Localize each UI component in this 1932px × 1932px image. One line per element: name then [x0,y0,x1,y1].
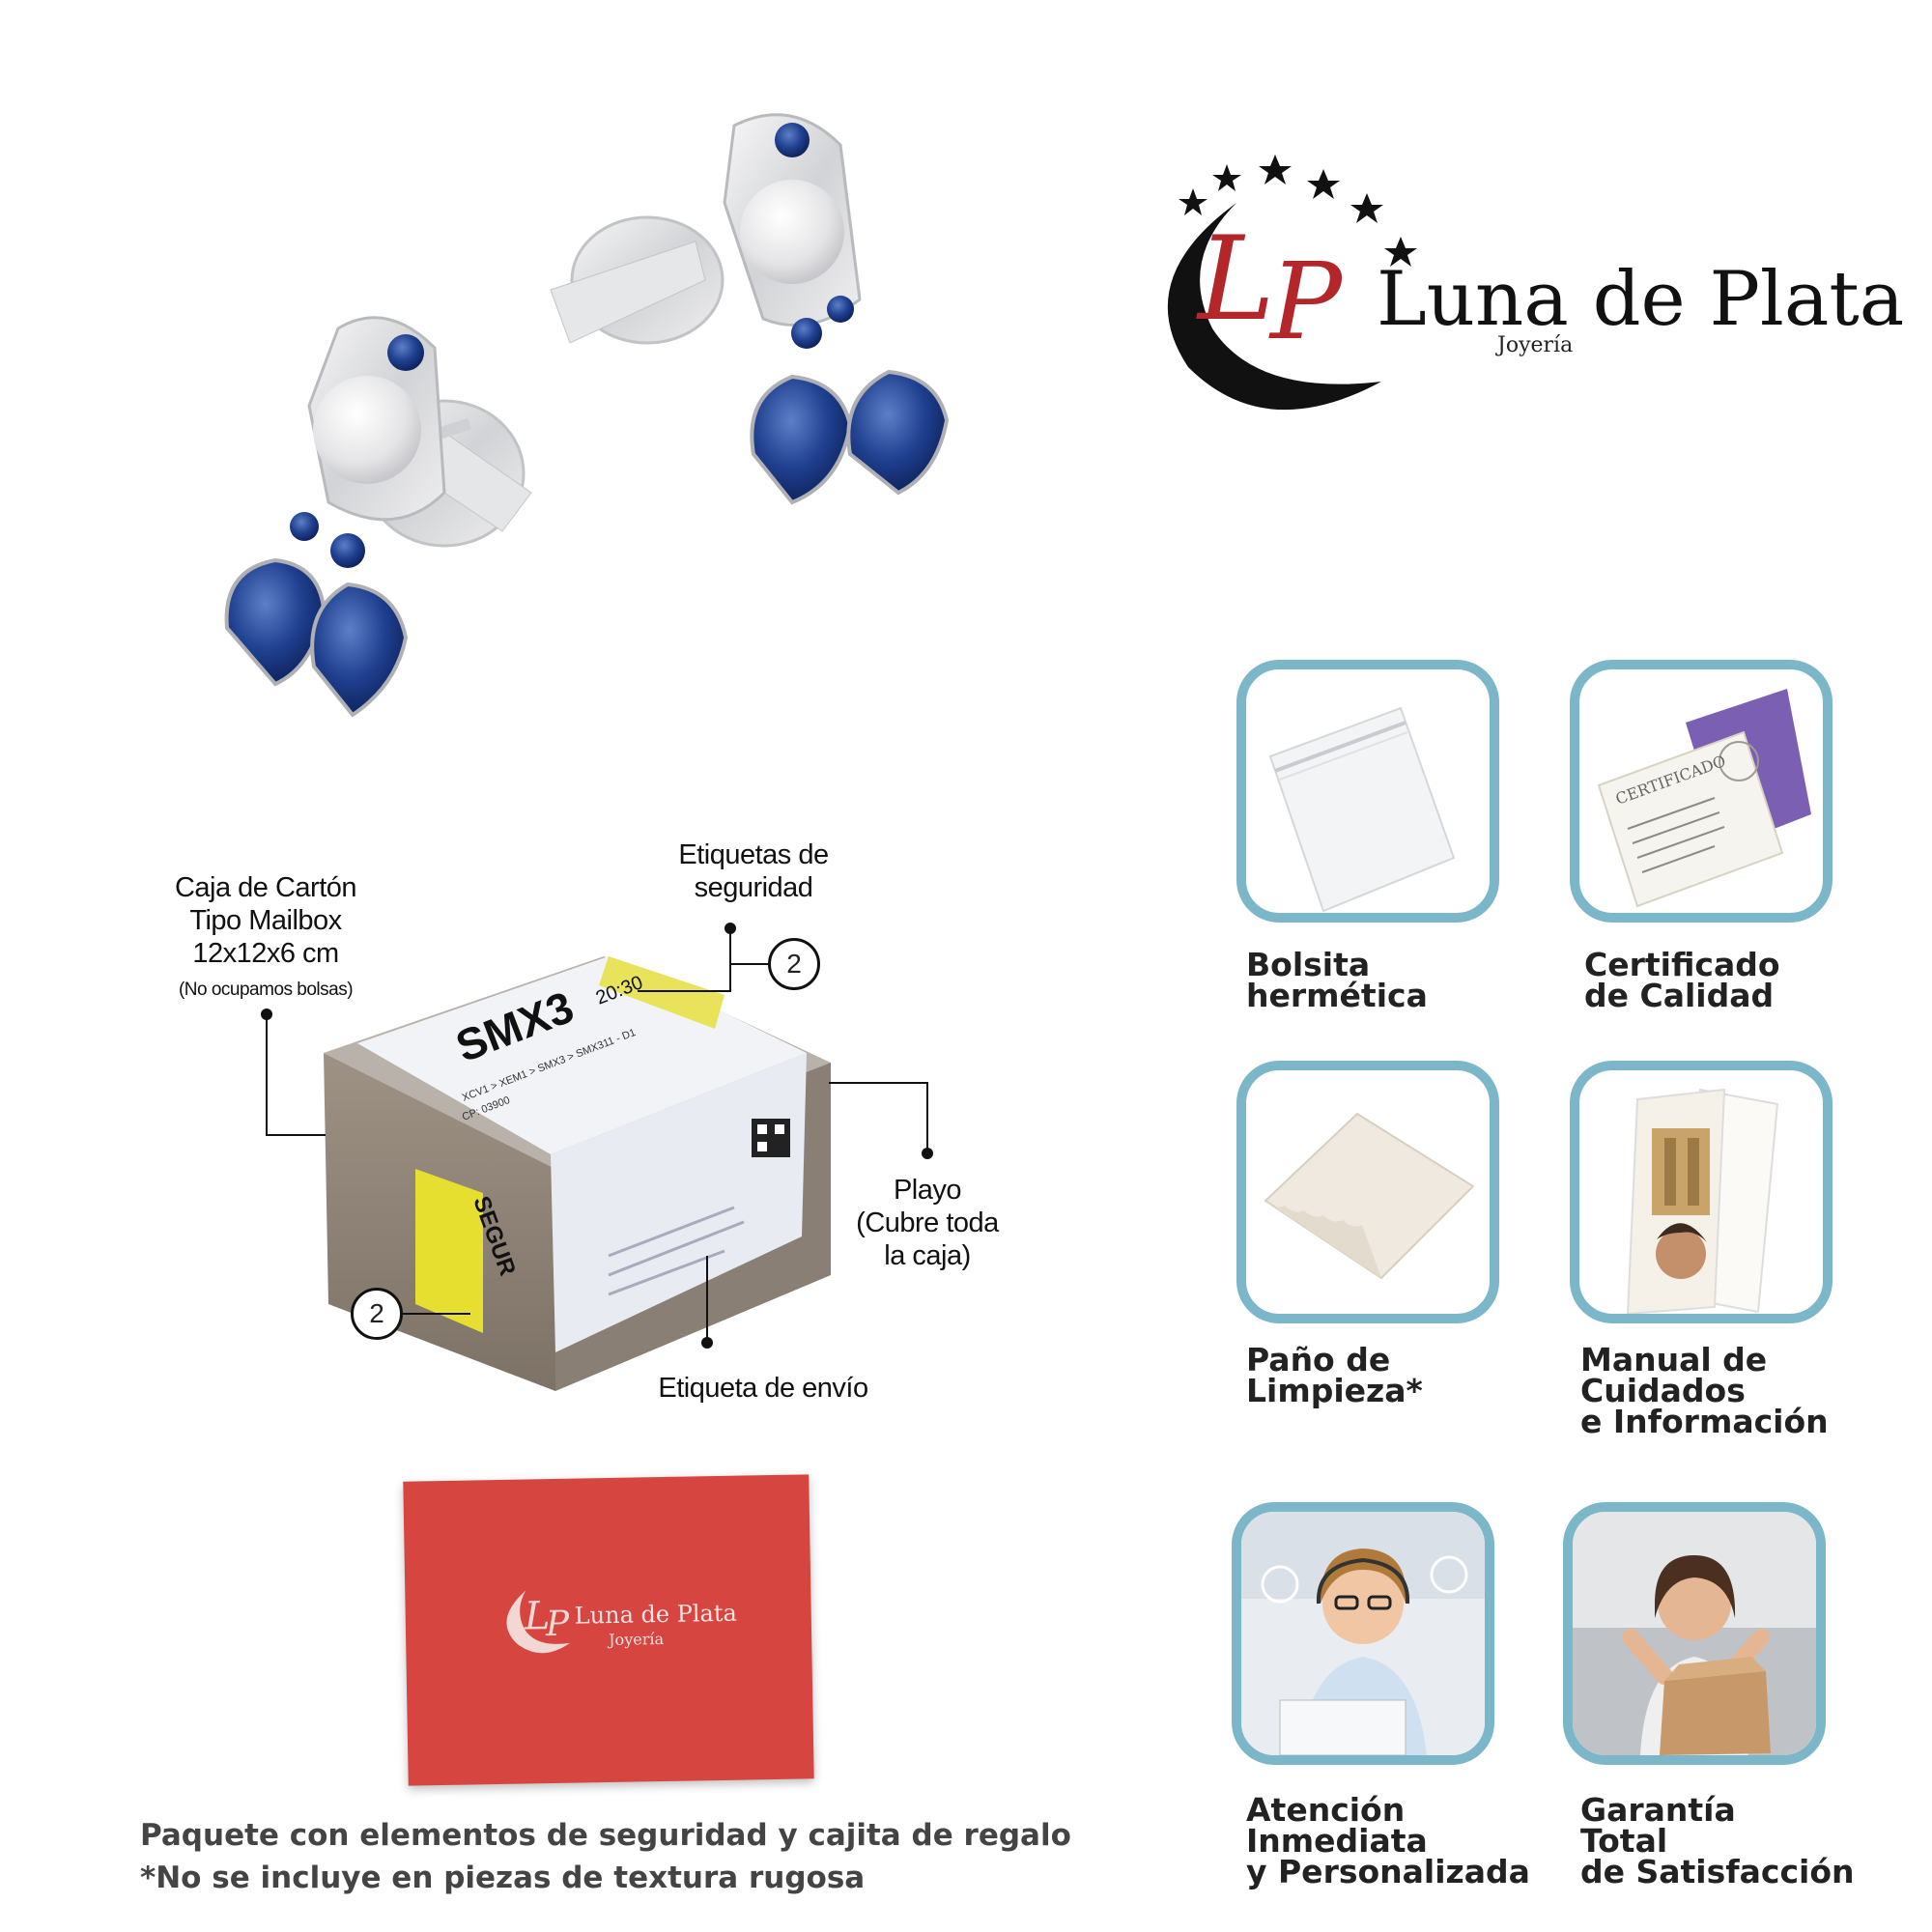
feature-title-satisfaction: Garantía Total de Satisfacción [1580,1791,1855,1890]
shipping-label: Etiqueta de envío [658,1373,868,1404]
brand-name: Luna de Plata [1377,256,1905,343]
feature-card-satisfaction [1563,1502,1826,1765]
feature-card-certificate: CERTIFICADO [1570,660,1833,923]
feature-card-cloth [1236,1061,1499,1323]
gift-box: L P Luna de Plata Joyería [403,1474,814,1786]
feature-title-support: Atención Inmediata y Personalizada [1246,1791,1530,1890]
zip-bag-icon [1268,706,1456,913]
svg-text:P: P [545,1605,571,1644]
security-pointer-dot [724,923,736,934]
feature-title-bag: Bolsita hermética [1246,946,1428,1014]
certificate-icon: CERTIFICADO [1597,689,1811,908]
qr-code-icon [752,1119,790,1157]
earrings-image [224,113,950,718]
feature-title-manual: Manual de Cuidados e Información [1580,1341,1829,1440]
moon-stars-icon: L P [1167,155,1417,411]
svg-text:L: L [1196,213,1275,347]
support-agent-icon [1241,1512,1485,1755]
feature-card-support [1232,1502,1494,1765]
package-caption: Paquete con elementos de seguridad y caj… [140,1818,1071,1895]
feature-title-cloth: Paño de Limpieza* [1246,1341,1423,1409]
feature-title-certificate: Certificado de Calidad [1584,946,1780,1014]
left-earring [224,316,532,718]
gift-box-brand: Luna de Plata [574,1599,738,1630]
manual-icon [1626,1088,1779,1314]
security-count-badge: 2 [768,938,820,990]
shipping-box-image: SMX3 20:30 XCV1 > XEM1 > SMX3 > SMX311 -… [324,956,831,1391]
cleaning-cloth-icon [1264,1112,1475,1280]
wrap-pointer-dot [922,1148,933,1159]
security-labels-label: Etiquetas de seguridad [678,839,829,903]
gift-box-logo-icon: L P [506,1590,571,1654]
svg-text:P: P [1268,240,1344,363]
side-count-badge: 2 [351,1288,403,1340]
box-type-label: Caja de Cartón Tipo Mailbox 12x12x6 cm (… [174,872,357,1000]
brand-logo: L P Luna de Plata Joyería [1140,145,1904,435]
feature-card-manual [1570,1061,1833,1323]
svg-text:L: L [523,1594,550,1638]
gift-box-subtitle: Joyería [609,1630,665,1649]
shipping-pointer-dot [701,1337,713,1349]
brand-subtitle: Joyería [1497,333,1574,357]
wrap-label: Playo (Cubre toda la caja) [856,1175,999,1271]
happy-customer-icon [1573,1512,1816,1755]
right-earring [550,113,950,505]
feature-card-bag [1236,660,1499,923]
